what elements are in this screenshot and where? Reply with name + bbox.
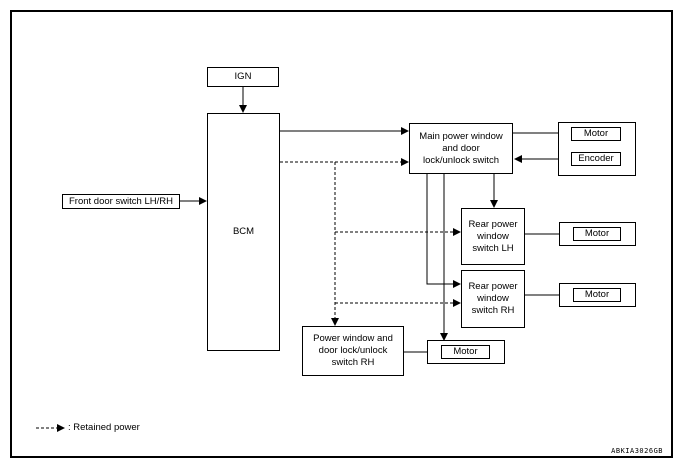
ign-box: IGN bbox=[207, 67, 279, 87]
rear-lh-switch-box: Rear power window switch LH bbox=[461, 208, 525, 265]
motor-rear-lh-label: Motor bbox=[584, 228, 610, 239]
rear-lh-switch-label: Rear power window switch LH bbox=[468, 218, 518, 254]
encoder-label: Encoder bbox=[578, 153, 614, 164]
diagram-frame bbox=[10, 10, 673, 458]
main-switch-label: Main power window and door lock/unlock s… bbox=[419, 130, 503, 166]
main-to-rear-rh-line bbox=[426, 174, 461, 288]
bcm-box: BCM bbox=[207, 113, 280, 351]
motor-pw-rh-box: Motor bbox=[441, 345, 490, 359]
pw-rh-switch-box: Power window and door lock/unlock switch… bbox=[302, 326, 404, 376]
figure-code: ABKIA3026GB bbox=[611, 447, 663, 455]
front-door-switch-box: Front door switch LH/RH bbox=[62, 194, 180, 209]
motor-main-box: Motor bbox=[571, 127, 621, 141]
motor-rear-rh-box: Motor bbox=[573, 288, 621, 302]
motor-pw-rh-label: Motor bbox=[453, 346, 478, 357]
bcm-label: BCM bbox=[232, 226, 255, 237]
pw-rh-switch-label: Power window and door lock/unlock switch… bbox=[313, 333, 393, 368]
ign-label: IGN bbox=[234, 71, 252, 82]
pw-rh-motor-group-box bbox=[427, 340, 505, 364]
motor-rear-lh-box: Motor bbox=[573, 227, 621, 241]
encoder-box: Encoder bbox=[571, 152, 621, 166]
rear-rh-switch-label: Rear power window switch RH bbox=[468, 281, 518, 316]
legend-retained-power-label: : Retained power bbox=[68, 422, 140, 433]
motor-rear-rh-label: Motor bbox=[584, 289, 610, 300]
rear-rh-switch-box: Rear power window switch RH bbox=[461, 270, 525, 328]
motor-main-label: Motor bbox=[583, 128, 609, 139]
front-door-switch-label: Front door switch LH/RH bbox=[68, 195, 173, 207]
main-switch-box: Main power window and door lock/unlock s… bbox=[409, 123, 513, 174]
